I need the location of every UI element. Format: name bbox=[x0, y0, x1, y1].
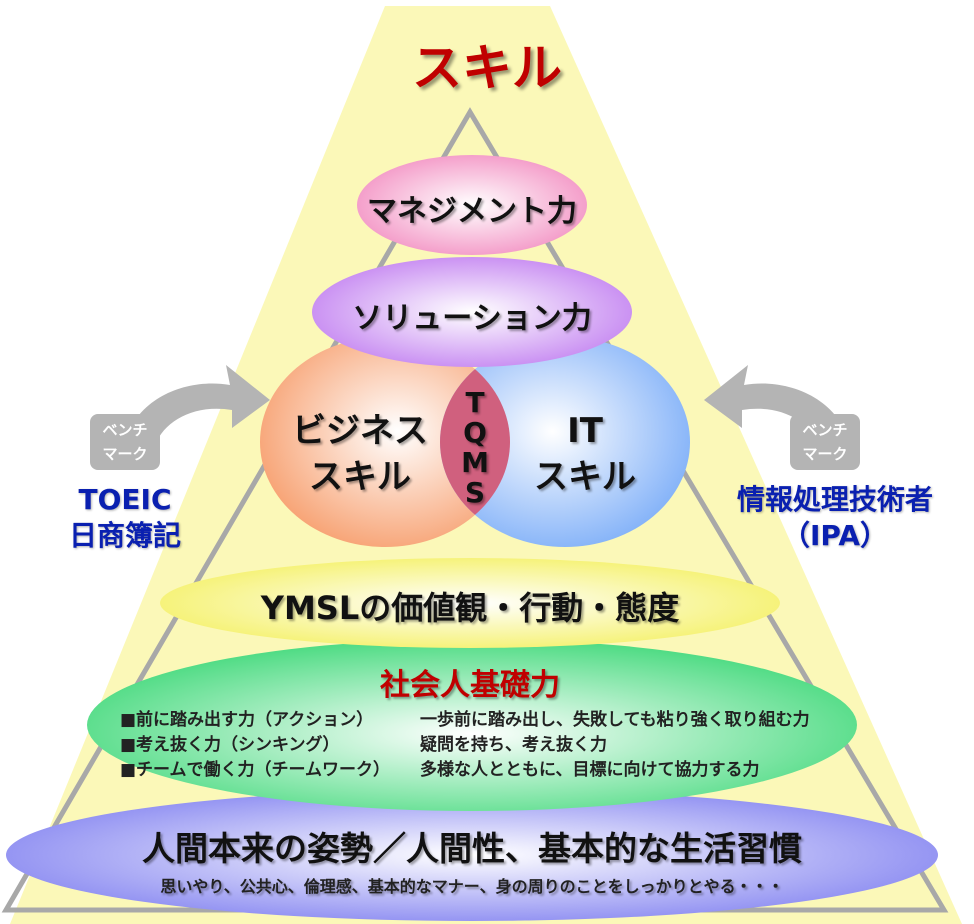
tqms-letter: Q bbox=[463, 416, 487, 449]
business-circle bbox=[260, 337, 510, 547]
social-item-desc: 疑問を持ち、考え抜く力 bbox=[420, 735, 607, 755]
values-ellipse bbox=[160, 558, 780, 648]
diagram-title: スキル bbox=[412, 39, 562, 97]
benchmark-left-items: TOEIC 日商簿記 bbox=[40, 482, 210, 554]
social-item-name: ■チームで働く力（チームワーク） bbox=[120, 760, 391, 780]
left-arrow bbox=[125, 365, 270, 445]
business-line1: ビジネス bbox=[292, 411, 428, 451]
benchmark-right-items: 情報処理技術者 （IPA） bbox=[705, 482, 965, 554]
benchmark-line1: ベンチ bbox=[802, 421, 848, 439]
benchmark-line1: ベンチ bbox=[102, 421, 148, 439]
solution-ellipse bbox=[312, 257, 632, 367]
benchmark-item-ipa: （IPA） bbox=[781, 519, 889, 552]
benchmark-line2: マーク bbox=[102, 445, 148, 463]
benchmark-item-toeic: TOEIC bbox=[78, 483, 172, 516]
social-label: 社会人基礎力 bbox=[380, 668, 560, 703]
management-ellipse bbox=[357, 155, 587, 255]
social-item-desc: 一歩前に踏み出し、失敗しても粘り強く取り組む力 bbox=[420, 710, 810, 730]
tqms-letter: S bbox=[464, 476, 486, 509]
management-label: マネジメント力 bbox=[367, 194, 577, 229]
base-ellipse bbox=[6, 789, 938, 921]
solution-label: ソリューション力 bbox=[352, 301, 592, 336]
it-line1: IT bbox=[567, 411, 603, 451]
social-ellipse bbox=[87, 639, 857, 811]
business-line2: スキル bbox=[309, 457, 411, 497]
it-line2: スキル bbox=[534, 457, 636, 497]
tqms-label: T Q M S bbox=[455, 388, 495, 508]
business-skill-label: ビジネス スキル bbox=[275, 408, 445, 500]
benchmark-item-boki: 日商簿記 bbox=[68, 519, 181, 552]
benchmark-item-ipa-exam: 情報処理技術者 bbox=[736, 483, 933, 516]
it-circle bbox=[440, 337, 690, 547]
tqms-letter: M bbox=[461, 446, 489, 479]
base-label: 人間本来の姿勢／人間性、基本的な生活習慣 bbox=[142, 829, 802, 868]
social-item-name: ■前に踏み出す力（アクション） bbox=[120, 710, 374, 730]
benchmark-line2: マーク bbox=[802, 445, 848, 463]
social-item-name: ■考え抜く力（シンキング） bbox=[120, 735, 340, 755]
tqms-letter: T bbox=[465, 386, 485, 419]
social-item-desc: 多様な人とともに、目標に向けて協力する力 bbox=[420, 760, 760, 780]
it-skill-label: IT スキル bbox=[500, 408, 670, 500]
values-label: YMSLの価値観・行動・態度 bbox=[260, 589, 680, 627]
benchmark-left-box: ベンチ マーク bbox=[90, 414, 160, 470]
benchmark-right-box: ベンチ マーク bbox=[790, 414, 860, 470]
base-sub-label: 思いやり、公共心、倫理感、基本的なマナー、身の周りのことをしっかりとやる・・・ bbox=[160, 877, 784, 896]
